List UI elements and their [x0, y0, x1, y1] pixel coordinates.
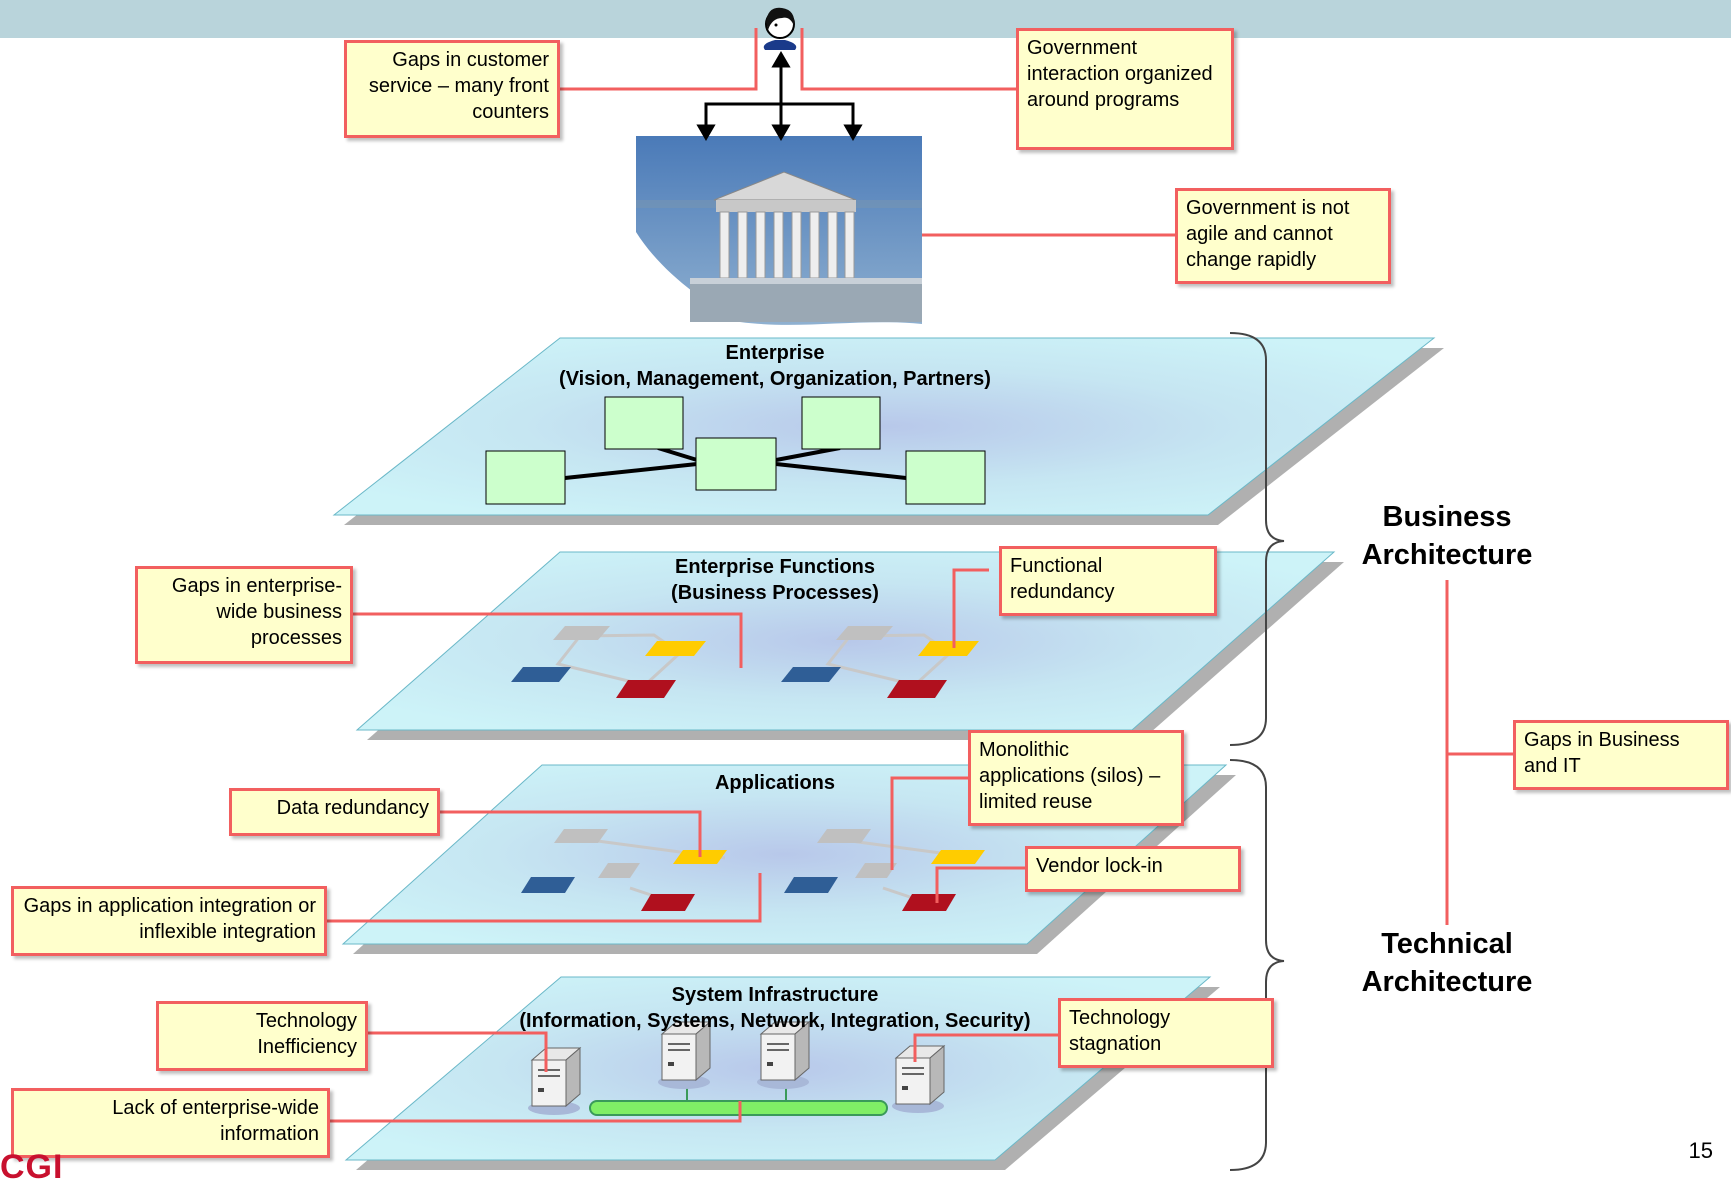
- callout-business-it: Gaps in Business and IT: [1513, 720, 1729, 790]
- infrastructure-subtitle: (Information, Systems, Network, Integrat…: [519, 1010, 1031, 1032]
- person-icon: [763, 7, 797, 50]
- title-bar: [0, 0, 1731, 38]
- org-box: [801, 396, 881, 450]
- callout-business-processes: Gaps in enterprise-wide business process…: [135, 566, 353, 664]
- brace-business: [1229, 332, 1285, 746]
- plane-enterprise: [332, 337, 1444, 525]
- callout-functional-redundancy: Functional redundancy: [999, 546, 1217, 616]
- brace-technical: [1229, 759, 1285, 1171]
- page-number: 15: [1688, 1138, 1713, 1163]
- server-icon: [757, 1020, 811, 1089]
- org-box: [604, 396, 684, 450]
- layer-title-enterprise: Enterprise (Vision, Management, Organiza…: [500, 340, 1050, 392]
- callout-data-redundancy: Data redundancy: [229, 788, 440, 836]
- callout-enterprise-info: Lack of enterprise-wide information: [11, 1088, 330, 1158]
- application-diagram-right: [784, 829, 985, 911]
- application-diagram-left: [521, 829, 727, 911]
- enterprise-title: Enterprise: [725, 342, 825, 364]
- technical-architecture-label: Technical Architecture: [1361, 928, 1533, 998]
- callout-customer-service: Gaps in customer service – many front co…: [344, 40, 560, 138]
- callout-monolithic: Monolithic applications (silos) – limite…: [968, 730, 1184, 826]
- org-chart: [485, 396, 986, 505]
- callout-gov-programs: Government interaction organized around …: [1016, 28, 1234, 150]
- layer-title-infrastructure: System Infrastructure (Information, Syst…: [470, 982, 1080, 1034]
- customer-arrows: [696, 51, 863, 141]
- infrastructure-title: System Infrastructure: [671, 984, 879, 1006]
- company-logo: CGI: [0, 1148, 64, 1186]
- callout-app-integration: Gaps in application integration or infle…: [11, 886, 327, 956]
- callout-vendor-lockin: Vendor lock-in: [1025, 846, 1241, 892]
- callout-tech-inefficiency: Technology Inefficiency: [156, 1001, 368, 1071]
- functions-title: Enterprise Functions: [674, 556, 876, 578]
- government-building-icon: [636, 136, 922, 325]
- applications-title: Applications: [714, 772, 835, 794]
- server-icon: [528, 1046, 582, 1115]
- org-box: [905, 450, 986, 505]
- callout-tech-stagnation: Technology stagnation: [1058, 998, 1274, 1068]
- enterprise-subtitle: (Vision, Management, Organization, Partn…: [559, 368, 991, 390]
- server-icon: [892, 1044, 946, 1113]
- process-diagram-left: [511, 626, 706, 698]
- process-diagram-right: [781, 626, 979, 698]
- business-architecture-label: Business Architecture: [1361, 501, 1533, 571]
- layer-title-applications: Applications: [625, 770, 925, 796]
- server-icon: [658, 1020, 712, 1089]
- functions-subtitle: (Business Processes): [671, 582, 879, 604]
- layer-title-functions: Enterprise Functions (Business Processes…: [575, 554, 975, 606]
- callout-gov-agile: Government is not agile and cannot chang…: [1175, 188, 1391, 284]
- org-box: [695, 437, 777, 491]
- org-box: [485, 450, 566, 505]
- connector-lines: [322, 28, 1513, 1123]
